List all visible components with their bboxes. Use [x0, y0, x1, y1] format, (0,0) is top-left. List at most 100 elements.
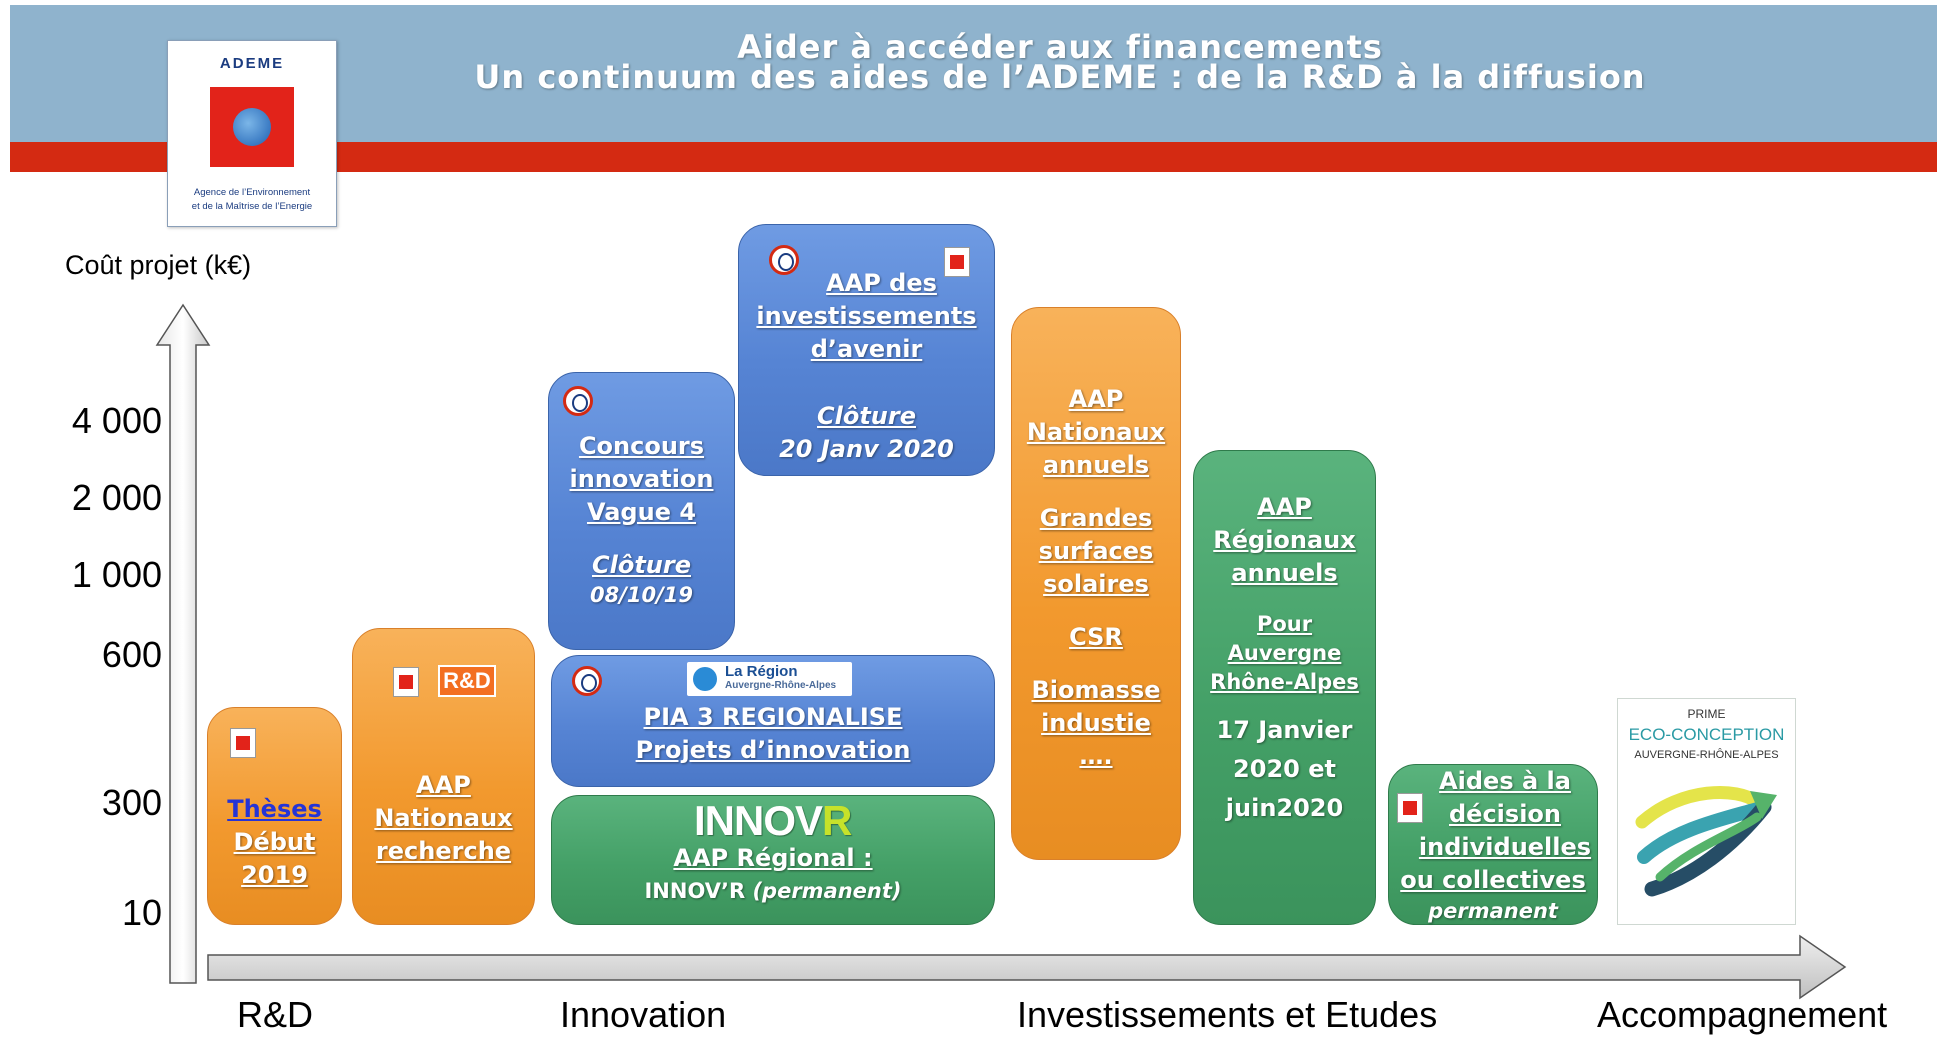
investissements-avenir-seal-icon: [563, 386, 593, 416]
rd-logo: R&D: [438, 665, 496, 697]
y-tick-2000: 2 000: [71, 477, 162, 518]
globe-icon: [233, 108, 271, 146]
box-theses[interactable]: Thèses Début 2019: [207, 707, 342, 925]
prime-line2: ECO-CONCEPTION: [1628, 725, 1785, 744]
concours-line2: innovation: [569, 465, 714, 493]
box-pia3-regionalise[interactable]: La Région Auvergne-Rhône-Alpes PIA 3 REG…: [551, 655, 995, 787]
ademe-mini-logo: [230, 728, 256, 758]
innovr-logo: INNOVR: [694, 797, 852, 844]
mountain-icon: [693, 667, 717, 691]
concours-cloture: Clôture: [592, 551, 691, 579]
x-label-accompagnement: Accompagnement: [1597, 994, 1888, 1035]
theses-line2: Début: [233, 828, 316, 856]
ademe-mini-logo: [393, 667, 419, 697]
y-tick-4000: 4 000: [71, 400, 162, 441]
nationaux-line8: Biomasse: [1031, 676, 1161, 704]
nationaux-line9: industie: [1041, 709, 1151, 737]
avenir-date: 20 Janv 2020: [779, 435, 954, 463]
nationaux-line10: ….: [1079, 742, 1113, 770]
aides-line5: permanent: [1428, 899, 1558, 923]
aap-recherche-line1: AAP: [416, 771, 471, 799]
page-title: Aider à accéder aux financements: [737, 28, 1383, 66]
regionaux-line2: Régionaux: [1213, 526, 1356, 554]
spacer: [739, 366, 994, 400]
logo-subtitle: Agence de l’Environnement et de la Maîtr…: [172, 186, 332, 214]
investissements-avenir-seal-icon: [769, 245, 799, 275]
pia3-line1: PIA 3 REGIONALISE: [643, 703, 903, 731]
concours-date: 08/10/19: [589, 583, 693, 607]
logo-subtitle-line2: et de la Maîtrise de l’Energie: [191, 201, 313, 212]
page-subtitle: Un continuum des aides de l’ADEME : de l…: [474, 58, 1646, 96]
theses-line3: 2019: [241, 861, 308, 889]
x-label-rd: R&D: [237, 994, 314, 1035]
aap-recherche-line3: recherche: [375, 837, 512, 865]
innovr-name: INNOV’R: [644, 879, 746, 903]
spacer: [549, 529, 734, 549]
nationaux-line7: CSR: [1069, 623, 1123, 651]
innovr-line1: AAP Régional :: [673, 844, 873, 872]
prime-eco-conception-logo: PRIME ECO-CONCEPTION AUVERGNE-RHÔNE-ALPE…: [1617, 698, 1796, 925]
regionaux-line1: AAP: [1257, 493, 1312, 521]
avenir-line2: investissements: [756, 302, 977, 330]
theses-link[interactable]: Thèses: [227, 795, 322, 823]
box-aap-nationaux-annuels[interactable]: AAP Nationaux annuels Grandes surfaces s…: [1011, 307, 1181, 860]
box-innovr[interactable]: INNOVR AAP Régional : INNOV’R (permanent…: [551, 795, 995, 925]
box-aides-decision[interactable]: Aides à la décision individuelles ou col…: [1388, 764, 1598, 925]
avenir-cloture: Clôture: [817, 402, 916, 430]
logo-subtitle-line1: Agence de l’Environnement: [193, 187, 311, 198]
ademe-logo: ADEME Agence de l’Environnement et de la…: [167, 40, 337, 227]
investissements-avenir-seal-icon: [572, 666, 602, 696]
x-axis-arrow: [207, 934, 1847, 1000]
box-aap-regionaux-annuels[interactable]: AAP Régionaux annuels Pour Auvergne Rhôn…: [1193, 450, 1376, 925]
nationaux-line5: surfaces: [1038, 537, 1154, 565]
spacer: [1012, 482, 1180, 502]
prime-line3: AUVERGNE-RHÔNE-ALPES: [1634, 749, 1779, 761]
ademe-mini-logo: [1397, 793, 1423, 823]
regionaux-line8: 2020 et: [1233, 755, 1336, 783]
aap-recherche-line2: Nationaux: [374, 804, 513, 832]
y-tick-1000: 1 000: [71, 554, 162, 595]
ademe-mini-logo: [944, 247, 970, 277]
regionaux-line5: Auvergne: [1227, 641, 1342, 665]
spacer: [1012, 654, 1180, 674]
x-label-investissements: Investissements et Etudes: [1017, 994, 1438, 1035]
box-investissements-avenir[interactable]: AAP des investissements d’avenir Clôture…: [738, 224, 995, 476]
aides-line3: individuelles: [1418, 833, 1592, 861]
regionaux-line9: juin2020: [1225, 794, 1344, 822]
nationaux-line4: Grandes: [1039, 504, 1153, 532]
y-axis-arrow: [155, 303, 211, 984]
avenir-line3: d’avenir: [810, 335, 923, 363]
region-logo: La Région Auvergne-Rhône-Alpes: [687, 662, 852, 696]
y-tick-600: 600: [101, 634, 162, 675]
box-concours-innovation[interactable]: Concours innovation Vague 4 Clôture 08/1…: [548, 372, 735, 650]
box-aap-recherche[interactable]: R&D AAP Nationaux recherche: [352, 628, 535, 925]
nationaux-line6: solaires: [1043, 570, 1149, 598]
region-sub: Auvergne-Rhône-Alpes: [725, 680, 837, 691]
aides-line4: ou collectives: [1400, 866, 1586, 894]
nationaux-line3: annuels: [1042, 451, 1150, 479]
regionaux-line4: Pour: [1256, 612, 1313, 636]
region-name: La Région: [725, 663, 798, 680]
nationaux-line1: AAP: [1068, 385, 1124, 413]
aides-line1: Aides à la: [1439, 767, 1571, 795]
logo-name: ADEME: [219, 55, 285, 72]
eco-spiral-icon: [1635, 786, 1777, 897]
innovr-line2: INNOV’R (permanent): [552, 875, 994, 908]
regionaux-line7: 17 Janvier: [1216, 716, 1353, 744]
y-axis-label: Coût projet (k€): [65, 250, 252, 280]
x-label-innovation: Innovation: [560, 994, 727, 1035]
spacer: [1194, 697, 1375, 711]
y-tick-300: 300: [101, 782, 162, 823]
concours-line3: Vague 4: [586, 498, 697, 526]
aides-line2: décision: [1449, 800, 1561, 828]
y-tick-10: 10: [121, 892, 162, 933]
innovr-logo-r: R: [822, 797, 852, 844]
innovr-permanent: (permanent): [752, 879, 902, 903]
spacer: [1194, 590, 1375, 610]
innovr-logo-text: INNOV: [694, 797, 823, 844]
spacer: [1012, 601, 1180, 621]
regionaux-line3: annuels: [1231, 559, 1338, 587]
concours-line1: Concours: [578, 432, 705, 460]
logo-square: [210, 87, 294, 167]
